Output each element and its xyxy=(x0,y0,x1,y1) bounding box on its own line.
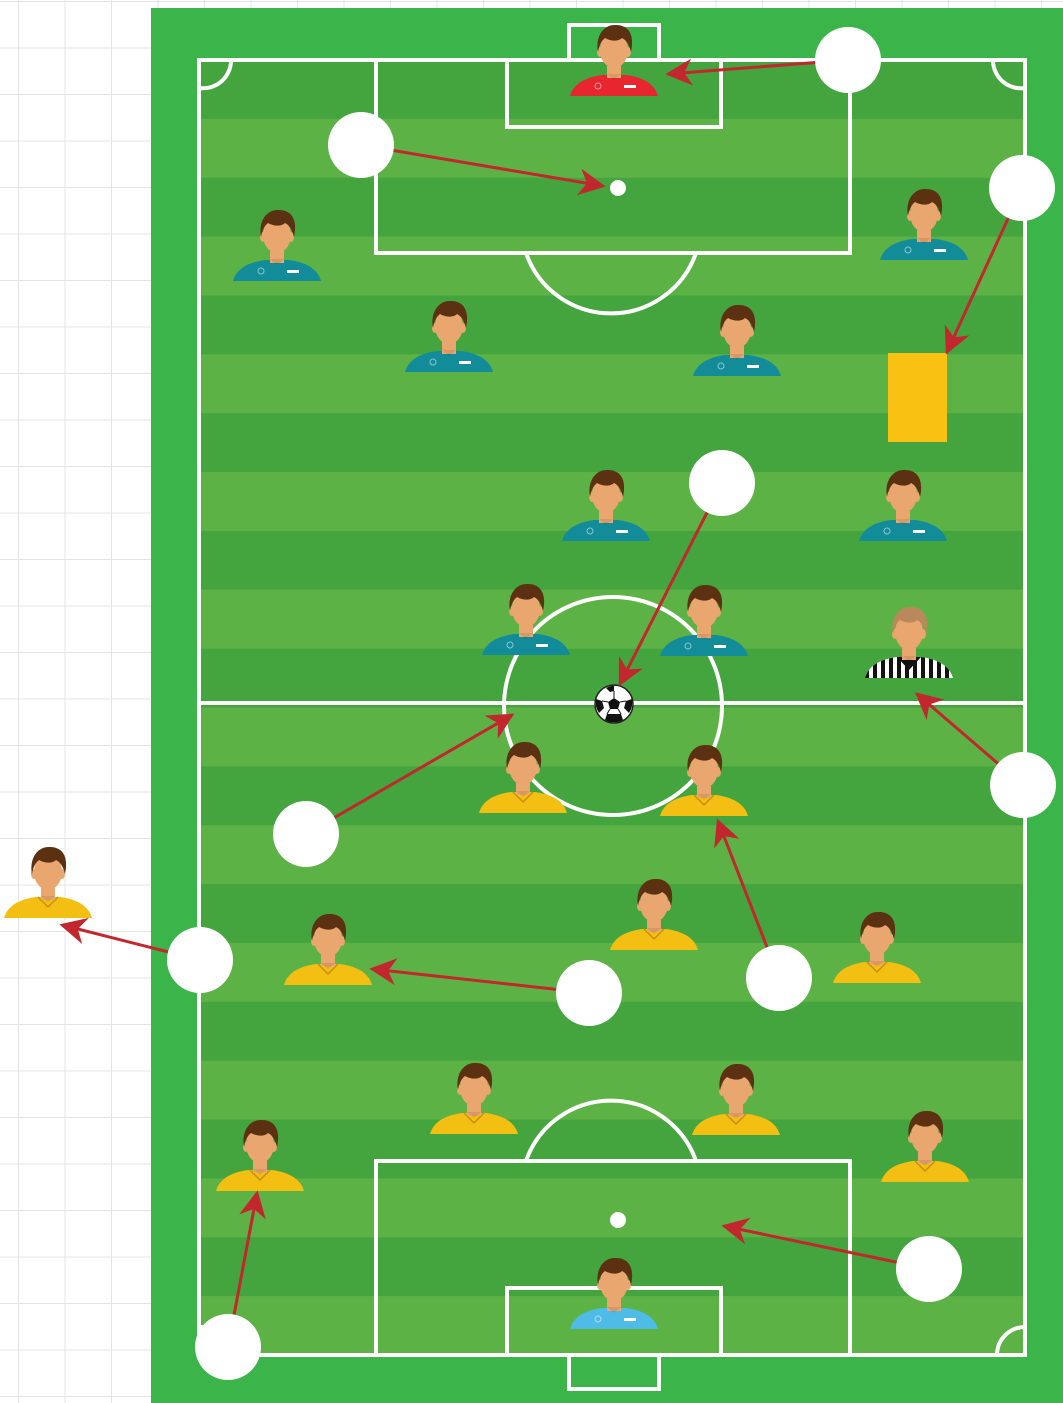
callout-marker[interactable] xyxy=(746,945,812,1011)
callout-marker[interactable] xyxy=(815,27,881,93)
soccer-ball-icon xyxy=(595,685,633,723)
callout-marker[interactable] xyxy=(328,112,394,178)
grass-stripe xyxy=(199,1178,1025,1237)
callout-marker[interactable] xyxy=(689,450,755,516)
callout-marker[interactable] xyxy=(556,960,622,1026)
callout-marker[interactable] xyxy=(167,927,233,993)
callout-marker[interactable] xyxy=(896,1236,962,1302)
grass-stripe xyxy=(199,1061,1025,1120)
callout-marker[interactable] xyxy=(195,1314,261,1380)
player-yellow-icon xyxy=(4,847,92,918)
top-penalty-spot xyxy=(610,180,626,196)
callout-marker[interactable] xyxy=(273,801,339,867)
bottom-penalty-spot xyxy=(610,1212,626,1228)
callout-marker[interactable] xyxy=(990,752,1056,818)
callout-marker[interactable] xyxy=(989,155,1055,221)
yellow-card-icon xyxy=(888,353,947,442)
grass-stripe xyxy=(199,295,1025,354)
